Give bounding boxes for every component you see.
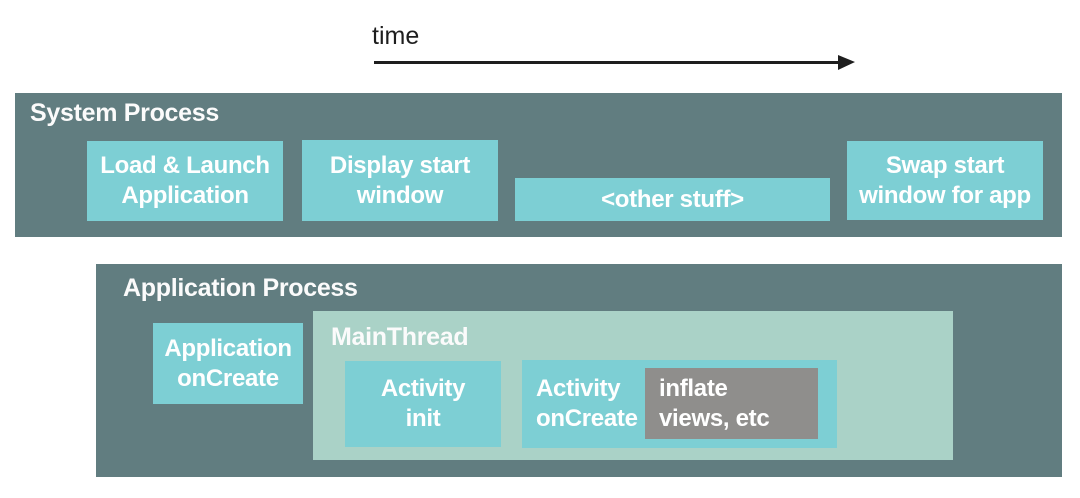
main-thread-container: MainThread Activity init Activity onCrea… [313,311,953,460]
task-activity-init: Activity init [345,361,501,447]
task-swap-start-window: Swap start window for app [847,141,1043,220]
main-thread-title: MainThread [331,323,469,351]
task-activity-oncreate: Activity onCreate inflate views, etc [522,360,837,448]
application-process-title: Application Process [123,274,358,302]
task-application-oncreate: Application onCreate [153,323,303,404]
time-arrow-head-icon [838,55,855,70]
task-other-stuff: <other stuff> [515,178,830,221]
time-arrow-line [374,61,842,64]
task-activity-oncreate-label: Activity onCreate [536,375,638,432]
task-display-start-window: Display start window [302,140,498,221]
time-axis-label: time [372,22,420,50]
task-inflate-views: inflate views, etc [645,368,818,439]
application-process-lane: Application Process Application onCreate… [96,264,1062,477]
task-load-launch-application: Load & Launch Application [87,141,283,221]
system-process-lane: System Process Load & Launch Application… [15,93,1062,237]
system-process-title: System Process [30,99,219,127]
